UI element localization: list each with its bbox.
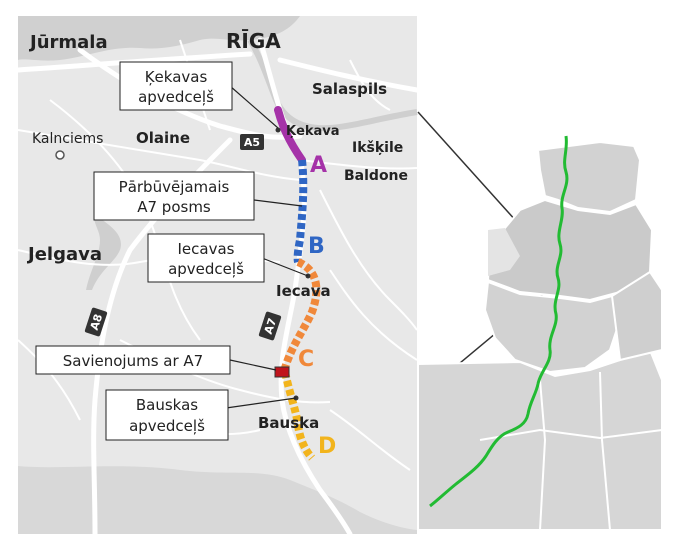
section-b-route xyxy=(293,159,308,263)
callout-savienojums-ar-a7: Savienojums ar A7 xyxy=(35,345,277,375)
city-ikskile: Ikšķile xyxy=(352,140,403,156)
section-b-label: B xyxy=(308,234,325,259)
section-d-label: D xyxy=(318,434,336,459)
svg-text:A7: A7 xyxy=(262,316,279,335)
belarus-shape xyxy=(610,270,663,362)
gulf-area xyxy=(488,228,520,276)
section-c-label: C xyxy=(298,347,314,372)
shield-a8: A8 xyxy=(84,307,108,337)
svg-text:Ķekavas: Ķekavas xyxy=(145,68,208,86)
svg-text:Iecavas: Iecavas xyxy=(178,240,235,258)
city-iecava: Iecava xyxy=(276,282,331,300)
city-kalnciems: Kalnciems xyxy=(32,131,103,147)
svg-text:apvedceļš: apvedceļš xyxy=(138,88,214,106)
lithuania-area xyxy=(18,466,417,534)
lithuania-shape xyxy=(483,280,622,374)
city-jelgava: Jelgava xyxy=(26,244,102,265)
svg-text:A8: A8 xyxy=(88,312,105,331)
highway-riga-east xyxy=(277,57,420,93)
city-salaspils: Salaspils xyxy=(312,80,387,98)
south-border-3 xyxy=(599,371,611,531)
callout-iecavas-apvedcels: Iecavas apvedceļš xyxy=(147,233,309,283)
city-bauska: Bauska xyxy=(258,414,319,432)
kalnciems-dot xyxy=(55,150,65,160)
callout-parbuvejamais-a7-posms: Pārbūvējamais A7 posms xyxy=(93,171,303,221)
callout-kekavas-apvedcels: Ķekavas apvedceļš xyxy=(119,61,279,129)
svg-text:Savienojums ar A7: Savienojums ar A7 xyxy=(63,352,203,370)
shield-a7: A7 xyxy=(258,311,282,341)
section-c-route xyxy=(281,258,321,370)
city-jurmala: Jūrmala xyxy=(28,32,108,53)
shield-a5: A5 xyxy=(240,134,264,150)
city-baldone: Baldone xyxy=(344,168,408,184)
city-olaine: Olaine xyxy=(136,129,190,147)
svg-text:apvedceļš: apvedceļš xyxy=(129,417,205,435)
south-border-1 xyxy=(479,428,663,441)
overview-map xyxy=(417,135,663,531)
via-baltica-route xyxy=(429,135,569,508)
city-riga: RĪGA xyxy=(226,29,281,53)
kekava-dot xyxy=(275,127,281,133)
svg-text:Bauskas: Bauskas xyxy=(136,396,198,414)
callout-bauskas-apvedcels: Bauskas apvedceļš xyxy=(105,389,297,441)
section-a-label: A xyxy=(310,153,327,178)
city-kekava: Ķekava xyxy=(286,124,340,139)
detail-map: Jūrmala RĪGA Salaspils Ķekava Kalnciems … xyxy=(15,16,420,537)
svg-text:A7 posms: A7 posms xyxy=(137,198,211,216)
section-a-route xyxy=(274,106,306,164)
gulf-of-riga xyxy=(18,16,300,61)
lake-jelgava xyxy=(86,215,121,290)
south-border-2 xyxy=(539,379,547,531)
river xyxy=(247,38,418,132)
svg-text:apvedceļš: apvedceļš xyxy=(168,260,244,278)
a7-junction-marker xyxy=(274,366,290,378)
svg-text:A5: A5 xyxy=(244,136,260,149)
svg-text:Pārbūvējamais: Pārbūvējamais xyxy=(119,178,230,196)
section-d-route xyxy=(281,371,316,461)
highway-a5 xyxy=(77,47,303,140)
